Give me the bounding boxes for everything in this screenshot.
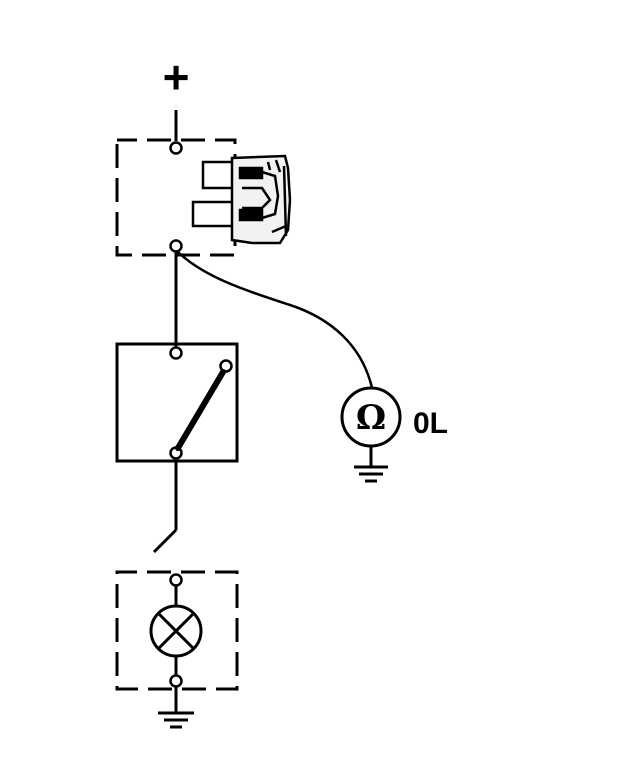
fuse-box bbox=[115, 138, 237, 257]
lamp-terminal-bottom bbox=[169, 674, 183, 688]
lamp-ground-icon bbox=[158, 687, 194, 729]
meter-ground-icon bbox=[354, 446, 388, 483]
lamp-icon bbox=[149, 604, 203, 658]
fuse-terminal-bottom bbox=[169, 239, 183, 253]
switch-box bbox=[115, 342, 239, 463]
fuse-terminal-top bbox=[169, 141, 183, 155]
lamp-terminal-top bbox=[169, 573, 183, 587]
lamp-box bbox=[115, 570, 239, 691]
meter-probe-wire bbox=[177, 251, 374, 389]
switch-terminal-contact bbox=[219, 359, 233, 373]
supply-plus-label: + bbox=[163, 51, 190, 103]
switch-lever bbox=[175, 369, 226, 451]
wire-break-segment bbox=[152, 528, 178, 554]
ohm-symbol: Ω bbox=[356, 398, 386, 438]
ohmmeter: Ω bbox=[340, 386, 402, 448]
switch-terminal-top bbox=[169, 346, 183, 360]
meter-reading: 0L bbox=[413, 407, 448, 440]
blade-fuse-icon bbox=[191, 154, 292, 245]
